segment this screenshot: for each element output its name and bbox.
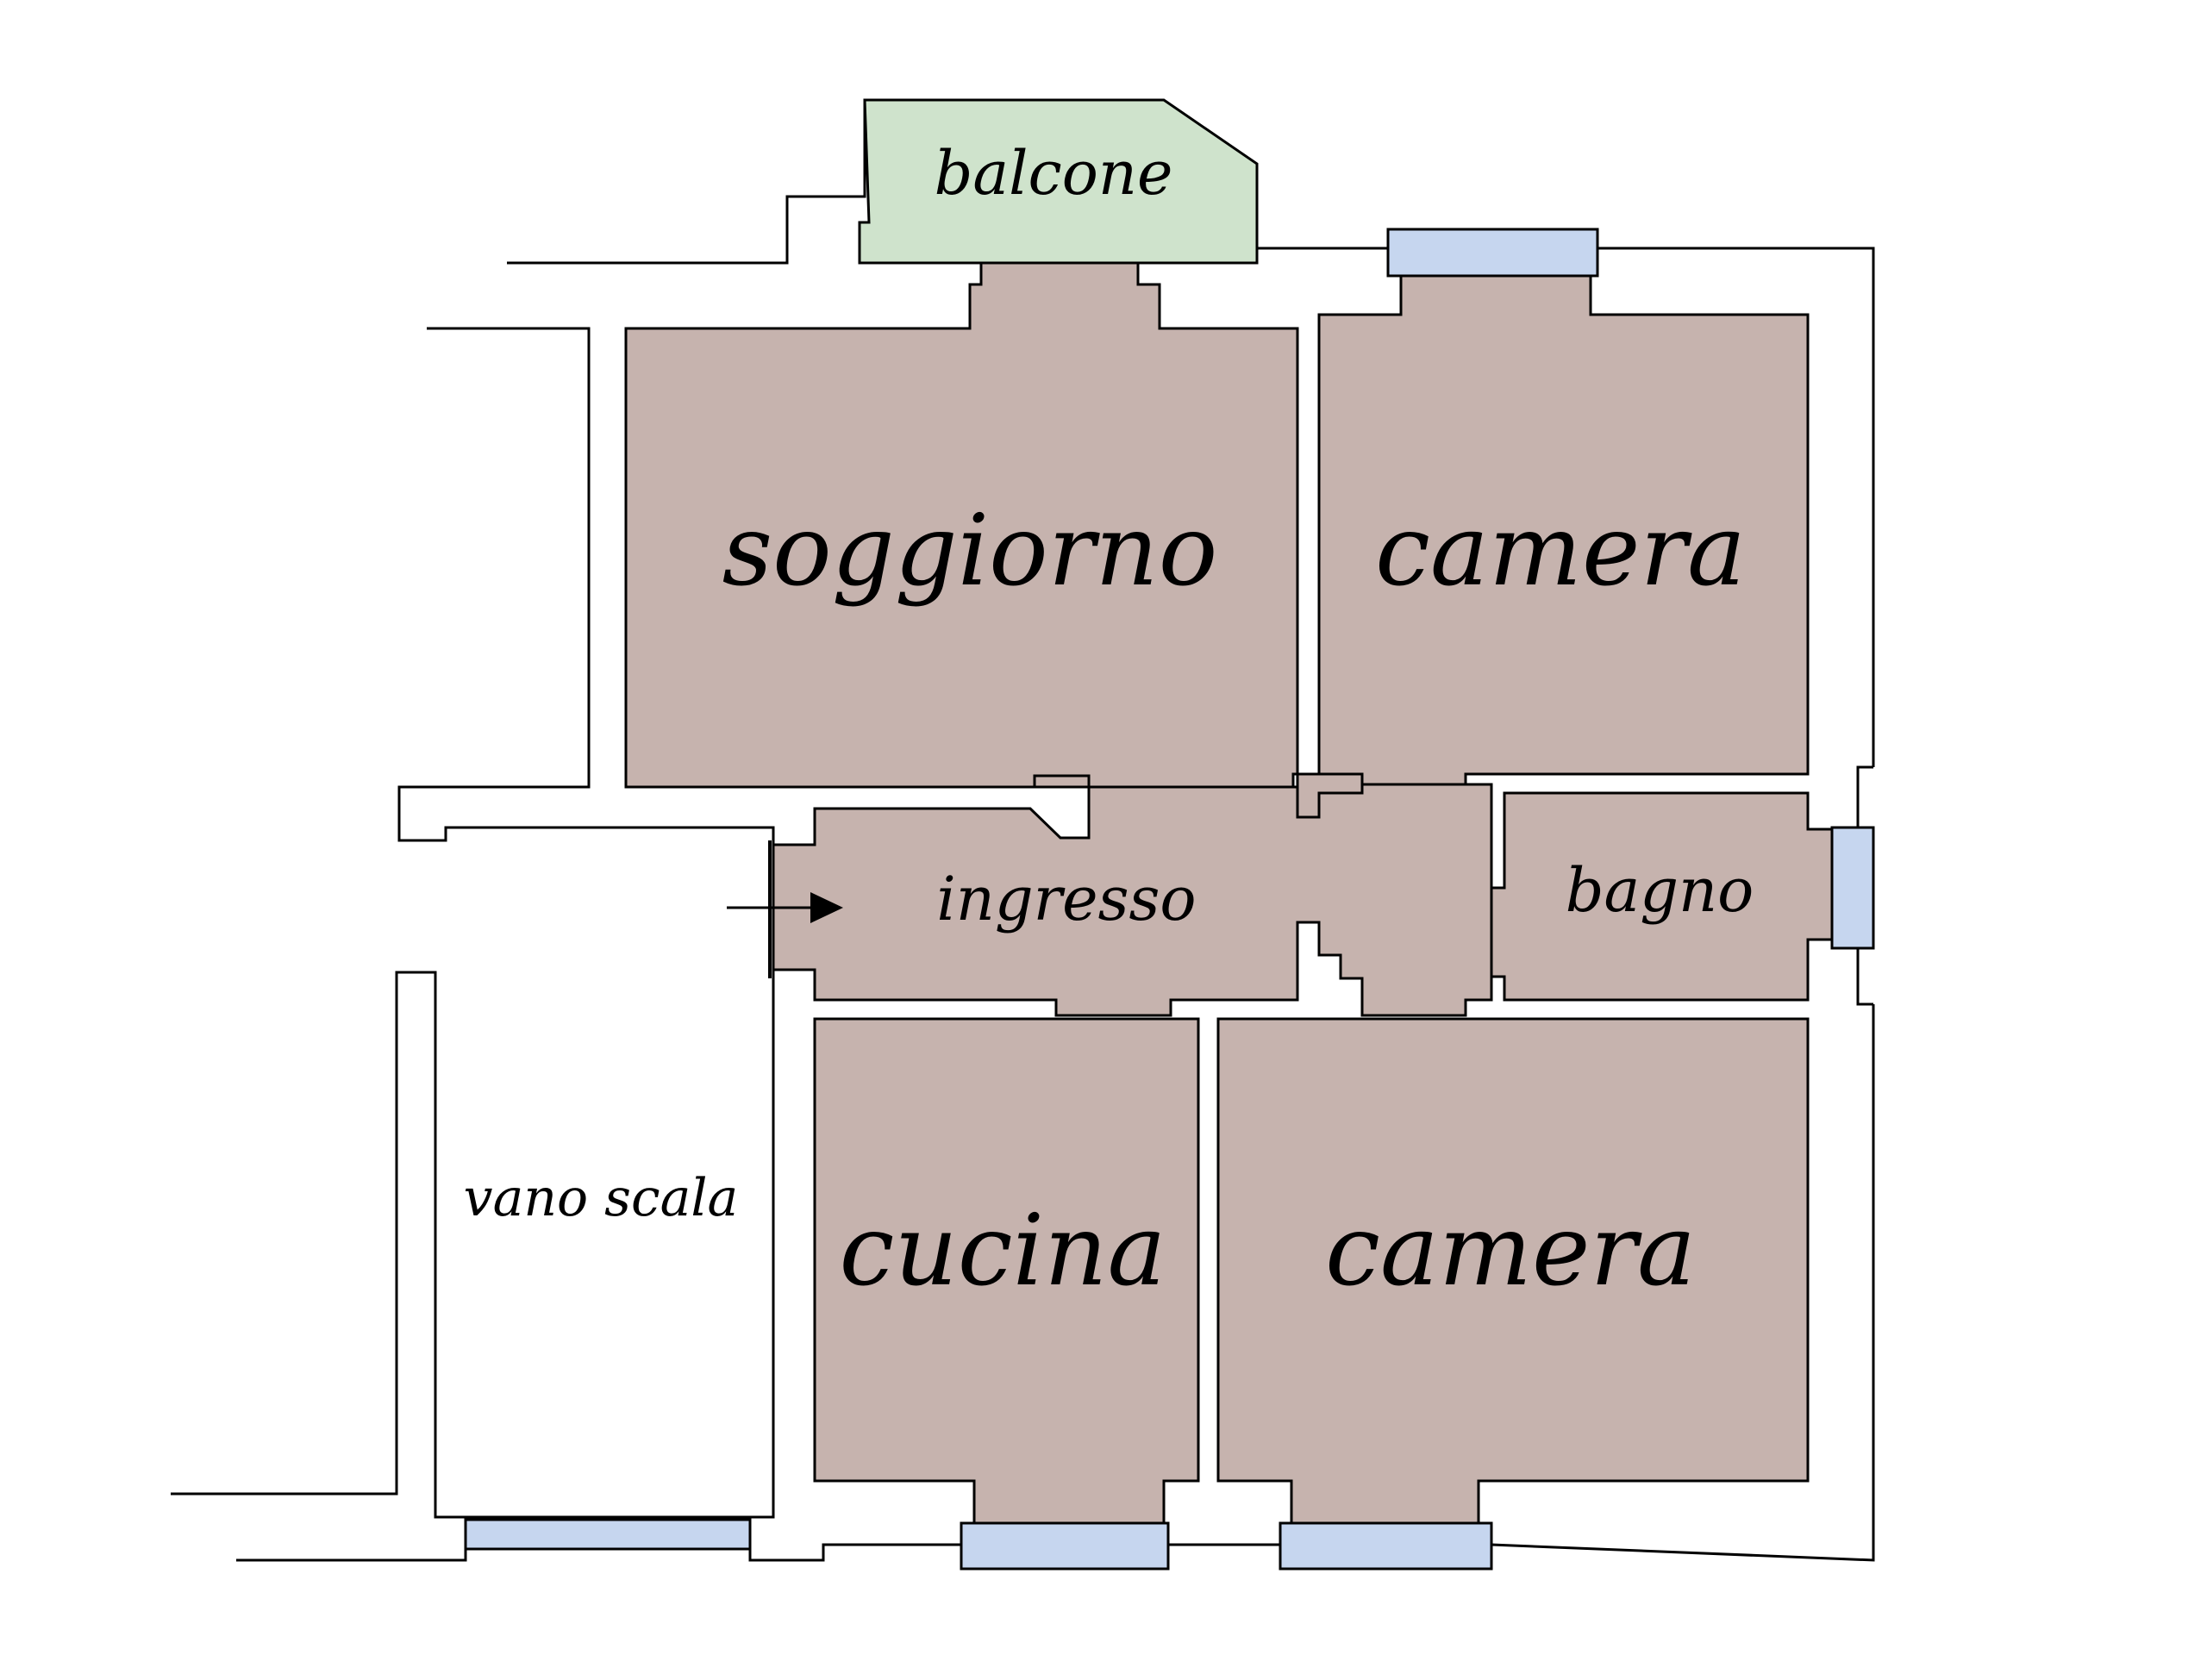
- vano-scala-label: vano scala: [464, 1168, 739, 1228]
- window-top: [1386, 228, 1599, 278]
- camera-bottom-label: camera: [1325, 1193, 1696, 1308]
- entrance-arrow-icon: [727, 892, 843, 923]
- windows: [464, 228, 1875, 1571]
- window-vano-scala: [464, 1518, 752, 1551]
- outer-wall-top-right: [1257, 247, 1875, 767]
- outer-wall-bottom: [236, 1004, 1875, 1562]
- ingresso-label: ingresso: [936, 864, 1196, 934]
- window-right: [1830, 826, 1875, 950]
- window-cucina: [960, 1521, 1170, 1571]
- balcone-label: balcone: [935, 138, 1173, 209]
- camera-top-label: camera: [1375, 493, 1746, 608]
- soggiorno-label: soggiorno: [722, 493, 1218, 608]
- entrance: [727, 840, 843, 978]
- window-camera-bottom: [1279, 1521, 1493, 1571]
- walls: [171, 100, 1875, 1562]
- cucina-label: cucina: [840, 1193, 1166, 1308]
- left-block-wall: [171, 327, 775, 1519]
- bagno-area: [1490, 791, 1836, 1002]
- ingresso-area: [772, 772, 1506, 1017]
- bagno-label: bagno: [1566, 855, 1754, 926]
- outer-wall-top-left: [507, 100, 866, 265]
